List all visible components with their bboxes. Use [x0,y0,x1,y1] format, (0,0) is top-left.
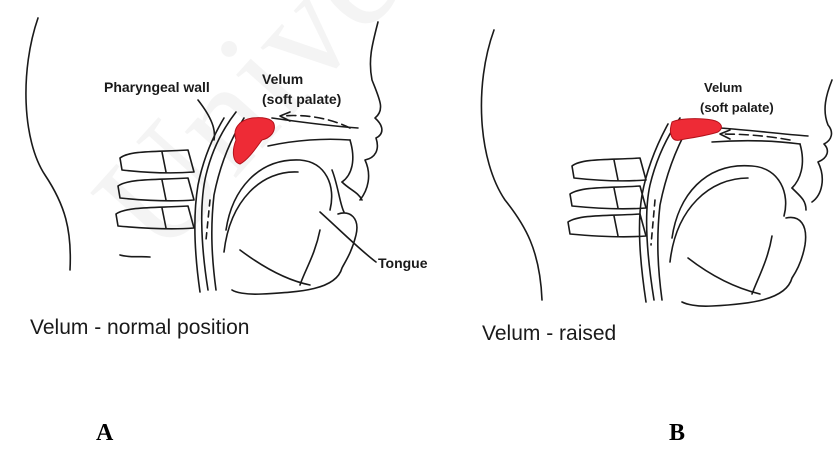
velum-a [233,118,274,164]
velum-b [670,119,721,141]
label-soft-palate-b: (soft palate) [700,100,774,115]
tongue-outline [226,160,332,230]
lower-jaw [232,213,357,294]
label-pharyngeal-wall: Pharyngeal wall [104,79,210,95]
face-profile [812,80,832,202]
caption-b: Velum - raised [482,322,616,345]
pointer-tongue [320,212,376,262]
panel-letter-b: B [669,420,685,447]
label-tongue: Tongue [378,255,428,271]
face-profile [360,22,382,200]
pharyngeal-wall [647,118,680,300]
vertebrae-a [116,150,194,229]
vertebrae-b [568,158,646,237]
lower-jaw [682,217,806,306]
panel-a-drawing [26,18,382,294]
tongue-outline [672,166,786,238]
airflow-arrow-b [722,134,790,140]
panel-b-drawing [481,30,832,306]
caption-a: Velum - normal position [30,316,249,339]
pharyngeal-wall [202,112,236,290]
label-soft-palate-a: (soft palate) [262,91,341,107]
head-outline-back [26,18,70,270]
label-velum-b: Velum [704,80,742,95]
pointer-pharyngeal-wall [198,100,214,140]
head-outline-back [481,30,542,300]
panel-letter-a: A [96,420,113,447]
label-velum-a: Velum [262,71,303,87]
